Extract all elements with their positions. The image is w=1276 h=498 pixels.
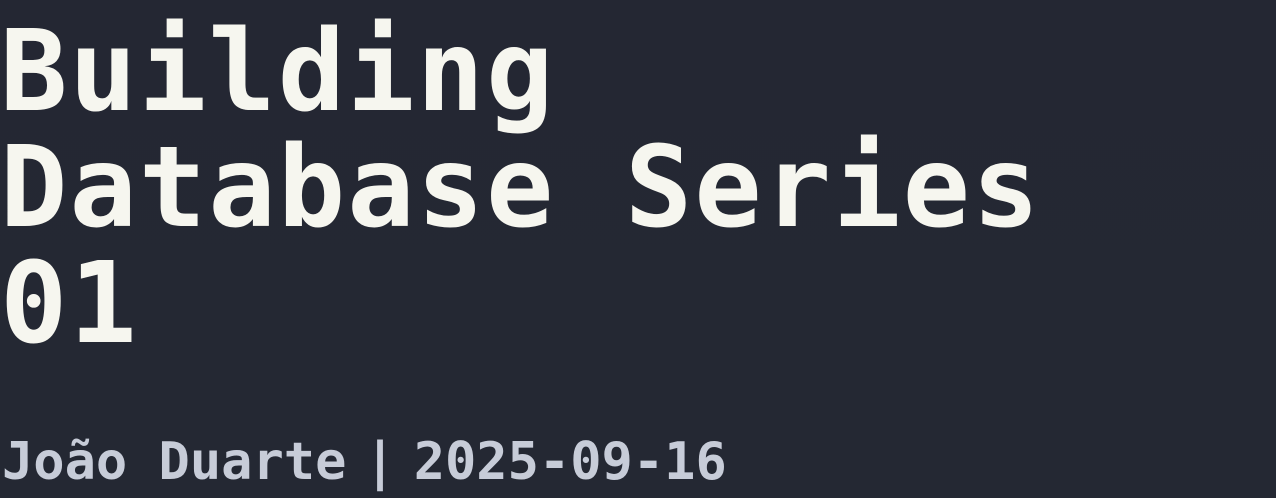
author-name: João Duarte: [2, 432, 347, 492]
title-line-3: 01: [0, 239, 139, 369]
title-line-2: Database Series: [0, 123, 1042, 253]
page-title: Building Database Series 01: [0, 14, 1276, 362]
title-line-1: Building: [0, 7, 556, 137]
byline-separator: |: [364, 432, 396, 492]
publish-date: 2025-09-16: [413, 432, 727, 492]
byline: João Duarte | 2025-09-16: [2, 434, 1272, 490]
